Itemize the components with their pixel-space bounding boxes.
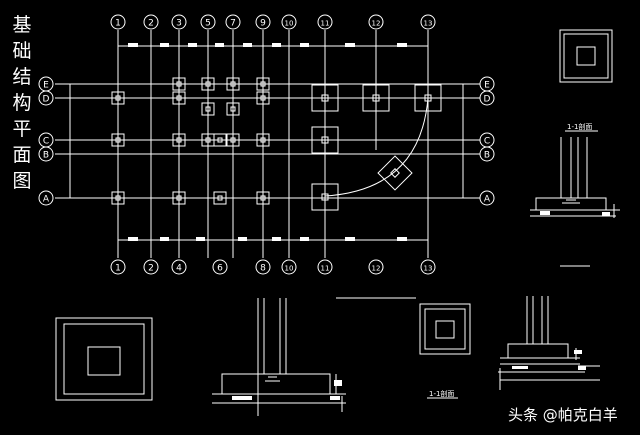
- column-axis-bubble: 3: [171, 14, 187, 30]
- column-axis-bubble-label: 6: [217, 264, 223, 274]
- column-axis-bubble-label: 7: [230, 19, 236, 29]
- row-axis-bubble-label: C: [43, 137, 49, 147]
- column-axis-bubble-label: 1: [115, 19, 121, 29]
- column-axis-bubble-label: 10: [285, 20, 294, 28]
- footings: [111, 77, 442, 211]
- column-axis-bubble-label: 3: [176, 19, 182, 29]
- row-axis-bubble-label: A: [484, 195, 491, 205]
- footing-plan-small-top: [559, 29, 613, 83]
- column-axis-bubble: 7: [225, 14, 241, 30]
- column-axis-bubble: 12: [368, 259, 384, 275]
- row-axis-bubble: D: [38, 90, 54, 106]
- column-axis-bubble: 11: [317, 14, 333, 30]
- row-axis-bubble-label: A: [43, 195, 50, 205]
- section-detail-center: [212, 297, 416, 416]
- detail-label-right: 1-1剖面: [567, 122, 592, 131]
- column-axis-bubble: 10: [281, 14, 297, 30]
- title-char: 础: [12, 40, 32, 62]
- column-axis-bubble: 12: [368, 14, 384, 30]
- plan-grid: [55, 30, 480, 258]
- dimension-marks: [128, 43, 407, 241]
- column-axis-bubble-label: 5: [205, 19, 211, 29]
- column-axis-bubble: 2: [143, 259, 159, 275]
- column-axis-bubble: 1: [110, 14, 126, 30]
- title-char: 面: [12, 144, 32, 166]
- row-axis-bubble: A: [479, 190, 495, 206]
- row-axis-bubble-label: D: [484, 95, 491, 105]
- title-char: 图: [12, 170, 32, 192]
- footing-plan-small-bottom: [419, 303, 471, 355]
- row-axis-bubble: E: [38, 76, 54, 92]
- column-axis-bubble-label: 11: [321, 20, 330, 28]
- column-axis-bubble-label: 2: [148, 264, 154, 274]
- column-axis-bubble: 1: [110, 259, 126, 275]
- column-axis-bubble-label: 9: [260, 19, 266, 29]
- column-axis-bubble: 13: [420, 259, 436, 275]
- row-axis-bubbles-right: ED CB A: [479, 76, 495, 206]
- column-axis-bubble: 8: [255, 259, 271, 275]
- title-char: 结: [12, 66, 32, 88]
- section-bottom-right-fills: [512, 350, 586, 370]
- section-right-fills: [540, 211, 610, 216]
- row-axis-bubble: B: [38, 146, 54, 162]
- footing-plan-large: [55, 317, 153, 401]
- row-axis-bubble: B: [479, 146, 495, 162]
- row-axis-bubble-label: D: [43, 95, 50, 105]
- row-axis-bubbles-left: ED CB A: [38, 76, 54, 206]
- row-axis-bubble: A: [38, 190, 54, 206]
- row-axis-bubble: C: [38, 132, 54, 148]
- column-axis-bubble-label: 1: [115, 264, 121, 274]
- column-axis-bubble-label: 2: [148, 19, 154, 29]
- column-axis-bubble-label: 8: [260, 264, 266, 274]
- detail-label-bottom: 1-1剖面: [429, 389, 454, 398]
- row-axis-bubble: D: [479, 90, 495, 106]
- column-axis-bubble: 10: [281, 259, 297, 275]
- row-axis-bubble-label: E: [484, 81, 490, 91]
- column-axis-bubble-label: 13: [424, 20, 433, 28]
- watermark-text: 头条 @帕克白羊: [508, 406, 618, 424]
- column-axis-bubble-label: 12: [372, 20, 381, 28]
- column-axis-bubble: 9: [255, 14, 271, 30]
- title-char: 基: [12, 14, 32, 36]
- row-axis-bubble-label: B: [484, 151, 490, 161]
- column-axis-bubble-label: 11: [321, 265, 330, 273]
- column-axis-bubble: 11: [317, 259, 333, 275]
- column-axis-bubble: 5: [200, 14, 216, 30]
- title-char: 构: [12, 92, 32, 114]
- column-axis-bubble: 4: [171, 259, 187, 275]
- column-axis-bubble-label: 13: [424, 265, 433, 273]
- section-center-fills: [232, 380, 342, 400]
- row-axis-bubble-label: C: [484, 137, 490, 147]
- column-axis-bubble-label: 4: [176, 264, 182, 274]
- row-axis-bubble-label: B: [43, 151, 49, 161]
- column-axis-bubble-label: 10: [285, 265, 294, 273]
- row-axis-bubble-label: E: [43, 81, 49, 91]
- row-axis-bubble: E: [479, 76, 495, 92]
- row-axis-bubble: C: [479, 132, 495, 148]
- section-detail-bottom-right: [498, 296, 600, 390]
- title-char: 平: [12, 118, 32, 140]
- column-axis-bubble: 6: [212, 259, 228, 275]
- column-axis-bubble-label: 12: [372, 265, 381, 273]
- column-axis-bubble: 13: [420, 14, 436, 30]
- column-axis-bubble: 2: [143, 14, 159, 30]
- section-detail-right: [530, 137, 620, 267]
